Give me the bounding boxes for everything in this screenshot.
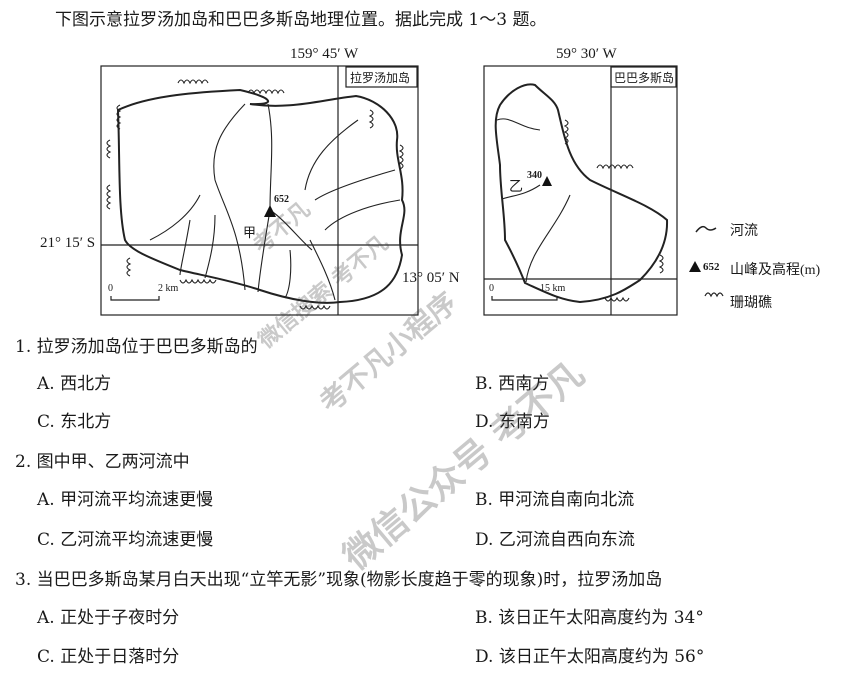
left-scale-zero: 0 [108, 283, 113, 294]
legend-reef-label: 珊瑚礁 [730, 296, 772, 311]
question-2-option-c: C. 乙河流平均流速更慢 [37, 530, 214, 550]
legend-river-icon [695, 225, 717, 233]
question-3-option-d: D. 该日正午太阳高度约为 56° [475, 647, 705, 667]
left-longitude: 159° 45′ W [290, 46, 359, 62]
question-3-stem: 3. 当巴巴多斯岛某月白天出现“立竿无影”现象(物影长度趋于零的现象)时，拉罗汤… [15, 570, 663, 590]
question-3-option-c: C. 正处于日落时分 [37, 647, 180, 667]
right-title-box [610, 66, 677, 88]
rarotonga-rivers [149, 103, 401, 301]
barbados-reefs [563, 119, 664, 302]
question-1-option-c: C. 东北方 [37, 412, 112, 432]
river-label-jia: 甲 [243, 225, 257, 240]
question-3-option-a: A. 正处于子夜时分 [37, 608, 180, 628]
barbados-coastline [494, 83, 669, 304]
left-scale-end: 2 km [158, 283, 179, 294]
intro-text: 下图示意拉罗汤加岛和巴巴多斯岛地理位置。据此完成 1～3 题。 [55, 10, 547, 30]
question-1-stem: 1. 拉罗汤加岛位于巴巴多斯岛的 [15, 337, 258, 357]
question-3-option-b: B. 该日正午太阳高度约为 34° [475, 608, 704, 628]
barbados-rivers [496, 118, 571, 283]
river-label-yi: 乙 [509, 180, 523, 195]
legend-peak-value: 652 [703, 261, 720, 273]
question-1-option-d: D. 东南方 [475, 412, 550, 432]
question-2-option-d: D. 乙河流自西向东流 [475, 530, 635, 550]
right-longitude: 59° 30′ W [556, 46, 617, 62]
left-map-frame [100, 65, 419, 316]
left-title-box [345, 66, 418, 88]
question-1-option-b: B. 西南方 [475, 374, 550, 394]
left-latitude: 21° 15′ S [40, 235, 96, 251]
right-map-title: 巴巴多斯岛 [614, 71, 675, 85]
legend-reef-icon [704, 292, 724, 298]
right-map-frame [483, 65, 678, 316]
legend-peak-label: 山峰及高程(m) [730, 263, 821, 278]
left-peak-elevation: 652 [274, 194, 289, 205]
right-scale-bar [491, 296, 558, 301]
barbados-peak-icon [542, 176, 552, 186]
legend-peak-icon [689, 261, 701, 272]
question-2-stem: 2. 图中甲、乙两河流中 [15, 452, 190, 472]
rarotonga-coastline [116, 88, 406, 304]
question-1-option-a: A. 西北方 [37, 374, 112, 394]
rarotonga-peak-icon [264, 205, 276, 217]
right-scale-end: 15 km [540, 283, 566, 294]
question-2-option-b: B. 甲河流自南向北流 [475, 490, 635, 510]
legend-river-label: 河流 [730, 224, 758, 239]
rarotonga-reefs [106, 79, 404, 310]
right-peak-elevation: 340 [527, 170, 542, 181]
right-scale-zero: 0 [489, 283, 494, 294]
question-2-option-a: A. 甲河流平均流速更慢 [37, 490, 214, 510]
left-map-title: 拉罗汤加岛 [350, 71, 411, 85]
right-latitude: 13° 05′ N [402, 270, 460, 286]
left-scale-bar [110, 296, 160, 301]
